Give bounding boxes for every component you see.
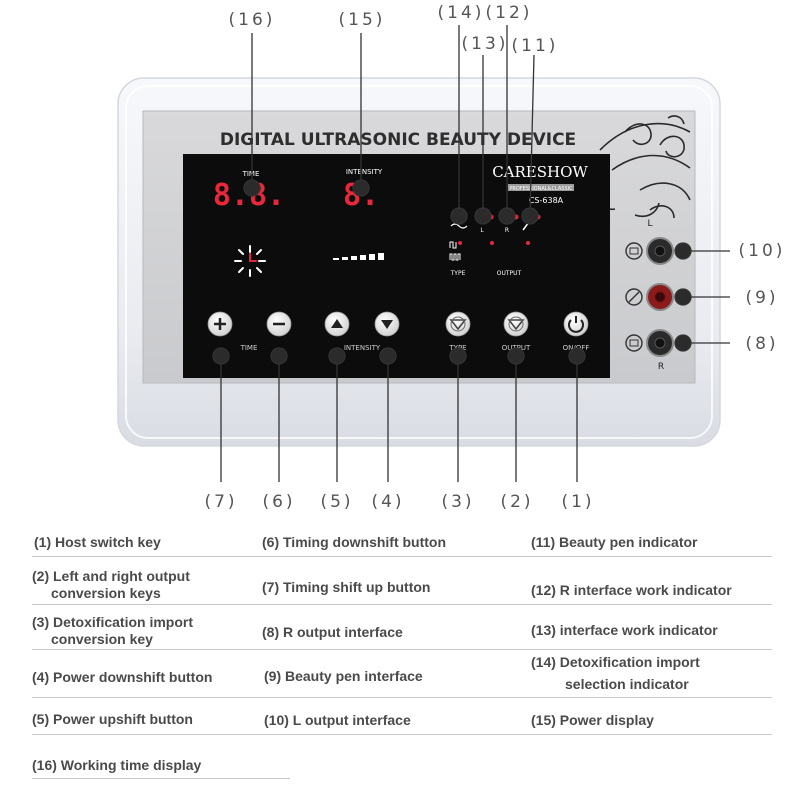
callout-13: (13) <box>461 34 509 54</box>
legend-item-15: (15) Power display <box>531 712 654 728</box>
l-output-jack[interactable] <box>646 237 674 265</box>
type-indicator-led-1 <box>458 241 462 245</box>
legend-divider <box>32 778 290 779</box>
time-label: TIME <box>242 170 260 178</box>
output-indicator-led-2 <box>526 241 530 245</box>
output-key-icon <box>507 319 525 331</box>
intensity-down-button[interactable] <box>374 311 400 337</box>
device-title: DIGITAL ULTRASONIC BEAUTY DEVICE <box>220 130 576 150</box>
callout-9: (9) <box>745 288 779 308</box>
legend-divider <box>32 734 772 735</box>
legend-item-16: (16) Working time display <box>32 757 202 773</box>
callout-7: (7) <box>204 492 238 512</box>
indicator-type-label: TYPE <box>450 270 466 277</box>
brand-name: CARESHOW <box>492 163 588 181</box>
time-up-button[interactable] <box>207 311 233 337</box>
callout-2: (2) <box>500 492 534 512</box>
jack-l-label: L <box>647 219 652 229</box>
pulse-icon-1 <box>449 241 457 249</box>
leader-lines <box>212 25 730 482</box>
callout-6: (6) <box>262 492 296 512</box>
output-button[interactable] <box>503 311 529 337</box>
r-output-symbol-icon <box>625 334 643 352</box>
legend-divider <box>32 556 772 557</box>
legend-item-1: (1) Host switch key <box>34 534 161 550</box>
beauty-pen-symbol-icon <box>625 288 643 306</box>
callout-3: (3) <box>441 492 475 512</box>
indicator-output-label: OUTPUT <box>497 270 522 277</box>
legend-item-4: (4) Power downshift button <box>32 669 213 685</box>
legend-divider <box>32 604 772 605</box>
beauty-pen-jack[interactable] <box>646 283 674 311</box>
l-output-symbol-icon <box>625 242 643 260</box>
legend-divider <box>32 649 772 650</box>
btn-time-label: TIME <box>240 344 258 352</box>
type-key-icon <box>449 319 467 331</box>
indicator-l-label: L <box>480 227 484 234</box>
output-indicator-led-1 <box>490 241 494 245</box>
callout-1: (1) <box>561 492 595 512</box>
intensity-level-bars <box>333 253 384 260</box>
model-number: CS-638A <box>529 196 564 205</box>
btn-intensity-label: INTENSITY <box>344 344 381 352</box>
legend-divider <box>32 697 772 698</box>
callout-16: (16) <box>228 10 276 30</box>
callout-5: (5) <box>320 492 354 512</box>
legend-item-12: (12) R interface work indicator <box>531 582 732 598</box>
type-button[interactable] <box>445 311 471 337</box>
callout-10: (10) <box>738 241 786 261</box>
legend-item-7: (7) Timing shift up button <box>262 579 431 595</box>
legend-item-11: (11) Beauty pen indicator <box>531 534 698 550</box>
power-icon <box>568 319 584 333</box>
callout-15: (15) <box>338 10 386 30</box>
floral-decoration <box>599 115 691 219</box>
callout-12: (12) <box>485 3 533 23</box>
brand-tagline: PROFESSIONAL&CLASSIC <box>509 186 573 192</box>
pulse-icon-2 <box>449 253 461 261</box>
intensity-label: INTENSITY <box>346 168 383 176</box>
plus-icon <box>214 318 226 330</box>
time-down-button[interactable] <box>266 311 292 337</box>
indicator-r-label: R <box>505 227 509 234</box>
triangle-up-icon <box>331 319 343 328</box>
callout-8: (8) <box>745 334 779 354</box>
wave-icon <box>450 223 468 229</box>
r-output-jack[interactable] <box>646 329 674 357</box>
callout-14: (14) <box>437 3 485 23</box>
legend-item-6: (6) Timing downshift button <box>262 534 447 550</box>
callout-4: (4) <box>371 492 405 512</box>
legend-item-8: (8) R output interface <box>262 624 403 640</box>
power-button[interactable] <box>563 311 589 337</box>
jack-r-label: R <box>658 362 664 372</box>
legend-item-10: (10) L output interface <box>264 712 411 728</box>
clock-icon <box>234 245 266 277</box>
callout-11: (11) <box>511 36 559 56</box>
legend-item-5: (5) Power upshift button <box>32 711 193 727</box>
triangle-down-icon <box>381 320 393 329</box>
legend-item-13: (13) interface work indicator <box>531 622 718 638</box>
intensity-up-button[interactable] <box>324 311 350 337</box>
legend-item-9: (9) Beauty pen interface <box>264 668 423 684</box>
